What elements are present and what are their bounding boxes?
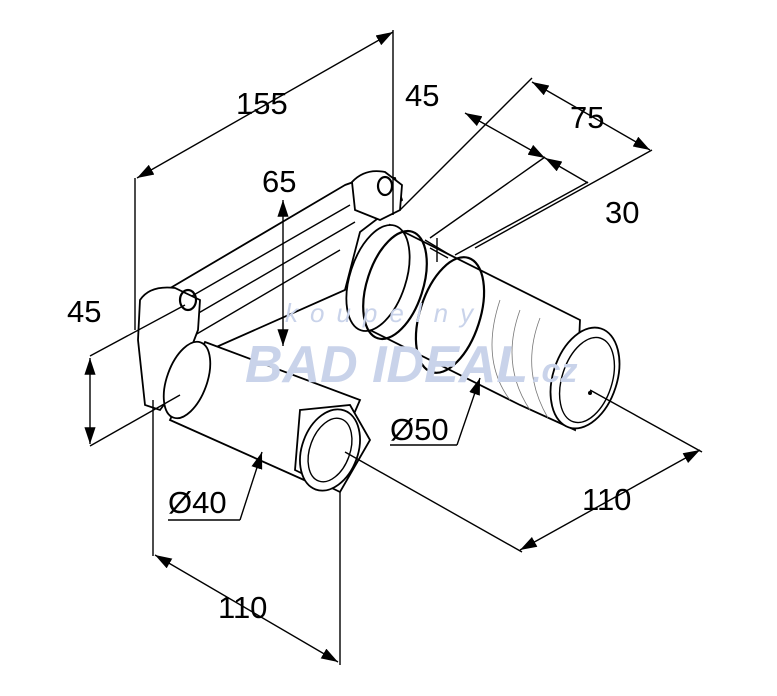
dim-label-45-top: 45 bbox=[405, 78, 439, 113]
dimension-155: 155 bbox=[134, 30, 394, 330]
fitting-body bbox=[137, 170, 621, 494]
dimension-diameter-50: Ø50 bbox=[390, 377, 481, 447]
dim-label-65: 65 bbox=[262, 164, 296, 199]
dim-label-110-bottom: 110 bbox=[218, 590, 267, 625]
dimension-diameter-40: Ø40 bbox=[168, 451, 263, 521]
dimension-65: 65 bbox=[262, 164, 296, 346]
watermark: koupelny BAD IDEAL.cz bbox=[245, 298, 577, 394]
watermark-large: BAD IDEAL bbox=[245, 336, 528, 394]
watermark-line: BAD IDEAL.cz bbox=[245, 336, 577, 394]
dim-label-d50: Ø50 bbox=[390, 412, 449, 447]
dim-label-75: 75 bbox=[570, 100, 604, 135]
watermark-small: koupelny bbox=[285, 298, 485, 328]
dim-label-110-right: 110 bbox=[582, 482, 631, 517]
dim-label-45-left: 45 bbox=[67, 294, 101, 329]
dimension-45-left: 45 bbox=[67, 294, 186, 447]
dimension-110-bottom: 110 bbox=[152, 400, 341, 665]
dim-label-30: 30 bbox=[605, 195, 639, 230]
dimension-110-right: 110 bbox=[344, 389, 703, 553]
watermark-suffix: .cz bbox=[532, 352, 577, 390]
dim-label-d40: Ø40 bbox=[168, 485, 227, 520]
dimension-top-depth: 45 75 30 bbox=[399, 77, 653, 256]
dim-label-155: 155 bbox=[236, 86, 288, 121]
